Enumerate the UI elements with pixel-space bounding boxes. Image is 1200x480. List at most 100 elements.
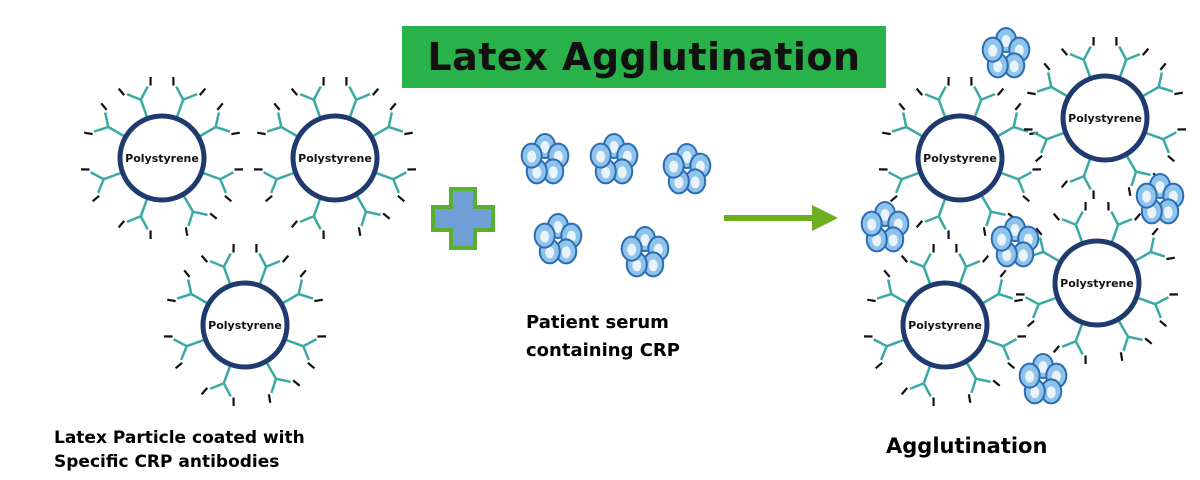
polystyrene-label: Polystyrene [298,152,372,165]
antibody-icon [167,269,210,306]
antibody-icon [374,168,417,203]
polystyrene-bead [200,280,290,370]
diagram-title: Latex Agglutination [427,35,861,79]
antibody-icon [290,76,325,119]
antibody-icon [163,335,206,370]
polystyrene-label: Polystyrene [908,319,982,332]
latex-particle-right-4: Polystyrene [1015,201,1179,365]
antibody-icon [354,193,391,236]
crp-pentamer-icon [1135,173,1185,225]
serum-caption-line-1: Patient serum [526,312,669,333]
antibody-icon [172,76,207,119]
polystyrene-bead [1052,238,1142,328]
antibody-icon [200,364,235,407]
antibody-icon [1060,36,1095,79]
antibody-icon [1015,293,1058,328]
crp-pentamer-icon [860,201,910,253]
title-banner: Latex Agglutination [402,26,886,88]
antibody-icon [280,269,323,306]
antibody-icon [1115,36,1150,79]
antibody-icon [878,168,921,203]
antibody-icon [284,335,327,370]
antibody-icon [915,76,950,119]
antibody-icon [264,360,301,403]
latex-particle-left-3: Polystyrene [163,243,327,407]
polystyrene-bead [1060,73,1150,163]
serum-caption-line-2: containing CRP [526,340,680,361]
crp-pentamer-icon [589,133,639,185]
antibody-icon [197,102,240,139]
latex-particle-left-1: Polystyrene [80,76,244,240]
polystyrene-label: Polystyrene [923,152,997,165]
antibody-icon [181,193,218,236]
polystyrene-label: Polystyrene [1068,112,1142,125]
latex-particle-left-2: Polystyrene [253,76,417,240]
antibody-icon [1107,201,1142,244]
antibody-icon [117,197,152,240]
polystyrene-bead [117,113,207,203]
antibody-icon [970,76,1005,119]
latex-particle-right-3: Polystyrene [863,243,1027,407]
antibody-icon [979,193,1016,236]
antibody-icon [201,168,244,203]
antibody-icon [1132,227,1175,264]
antibody-icon [980,269,1023,306]
antibody-icon [117,76,152,119]
polystyrene-bead [290,113,380,203]
patient-serum-caption: Patient serum containing CRP [526,309,680,365]
crp-pentamer-icon [662,143,712,195]
crp-pentamer-icon [520,133,570,185]
latex-particle-caption: Latex Particle coated with Specific CRP … [54,426,305,474]
antibody-icon [955,243,990,286]
agglutination-caption: Agglutination [886,434,1048,458]
antibody-icon [984,335,1027,370]
polystyrene-label: Polystyrene [208,319,282,332]
antibody-icon [900,364,935,407]
polystyrene-label: Polystyrene [125,152,199,165]
antibody-icon [290,197,325,240]
crp-pentamer-icon [990,216,1040,268]
crp-pentamer-icon [981,27,1031,79]
antibody-icon [1116,318,1153,361]
antibody-icon [867,269,910,306]
antibody-icon [257,102,300,139]
polystyrene-label: Polystyrene [1060,277,1134,290]
antibody-icon [999,168,1042,203]
crp-pentamer-icon [620,226,670,278]
antibody-icon [882,102,925,139]
latex-caption-line-2: Specific CRP antibodies [54,452,280,472]
antibody-icon [900,243,935,286]
crp-pentamer-icon [1018,353,1068,405]
antibody-icon [253,168,296,203]
antibody-icon [200,243,235,286]
antibody-icon [1052,322,1087,365]
antibody-icon [370,102,413,139]
antibody-icon [84,102,127,139]
crp-layer [520,27,1185,405]
antibody-icon [1144,128,1187,163]
symbol-layer [431,187,838,250]
crp-pentamer-icon [533,213,583,265]
antibody-icon [1060,157,1095,200]
antibody-icon [863,335,906,370]
antibody-icon [1027,62,1070,99]
antibody-icon [80,168,123,203]
antibody-icon [964,360,1001,403]
polystyrene-bead [915,113,1005,203]
latex-caption-line-1: Latex Particle coated with [54,428,305,448]
antibody-icon [345,76,380,119]
plus-icon [431,187,495,250]
antibody-icon [1023,128,1066,163]
antibody-icon [915,197,950,240]
antibody-icon [1140,62,1183,99]
antibody-icon [1136,293,1179,328]
polystyrene-bead [900,280,990,370]
latex-particle-right-2: Polystyrene [1023,36,1187,200]
antibody-icon [995,102,1038,139]
antibody-icon [1052,201,1087,244]
antibody-icon [255,243,290,286]
right-arrow-icon [724,205,838,231]
